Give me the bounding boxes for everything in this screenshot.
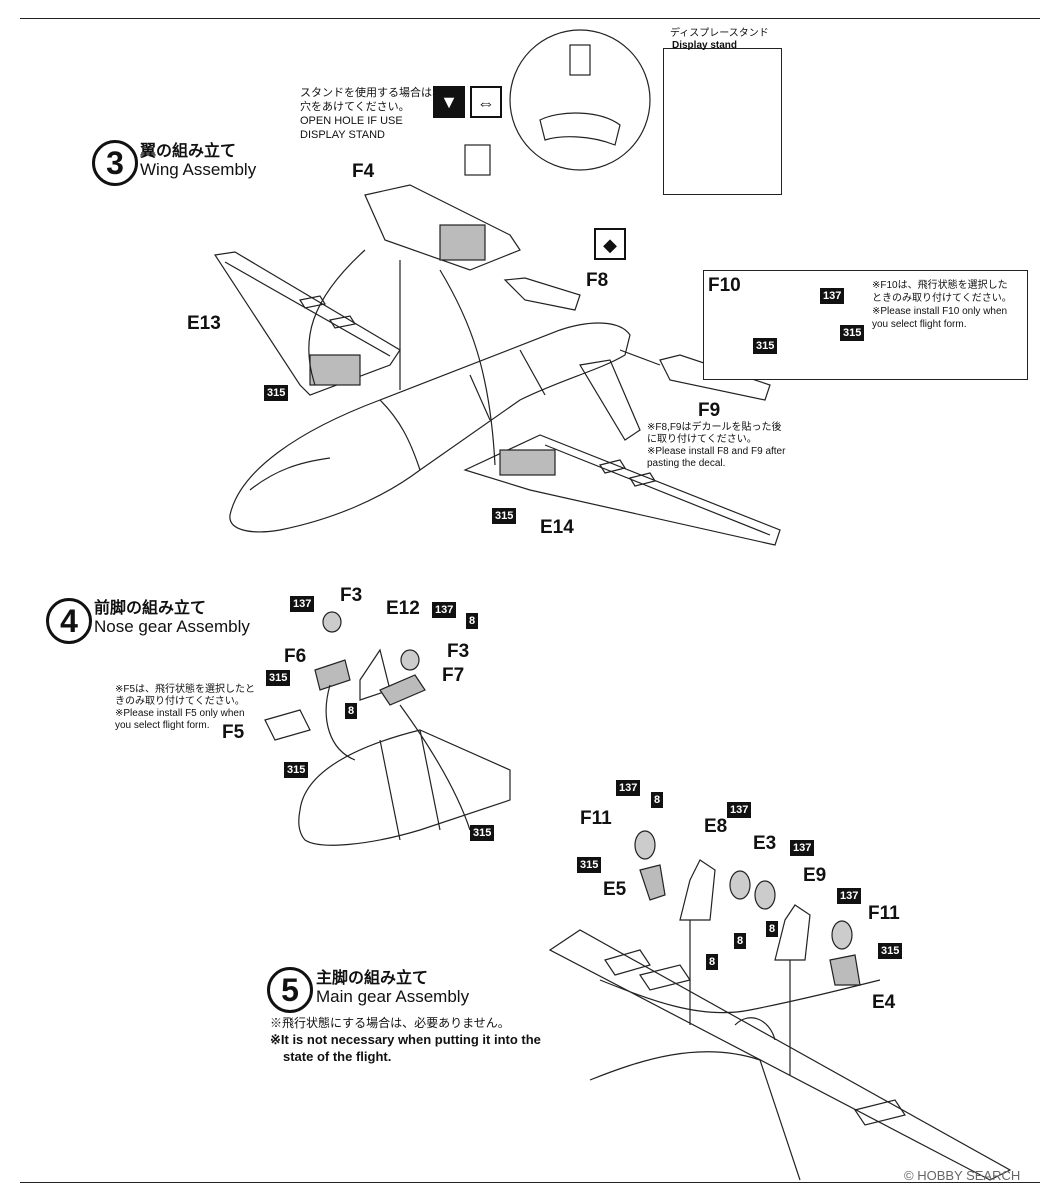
- part-f10: F10: [708, 275, 741, 296]
- badge-315-e4: 315: [878, 943, 903, 959]
- step-3-title-en: Wing Assembly: [140, 160, 257, 179]
- badge-8-e9: 8: [766, 921, 779, 937]
- step-5-number: 5: [267, 967, 313, 1013]
- step-5-note-jp: ※飛行状態にする場合は、必要ありません。: [270, 1016, 510, 1030]
- step-5-title-en: Main gear Assembly: [316, 987, 470, 1006]
- f10-note-en1: ※Please install F10 only when: [872, 306, 1008, 317]
- f10-callout: [703, 270, 1028, 380]
- decal-icon: ◆: [594, 228, 626, 260]
- badge-137-f3b: 137: [432, 602, 457, 618]
- step-5-note-en1: ※It is not necessary when putting it int…: [270, 1032, 541, 1047]
- part-e9: E9: [803, 865, 827, 886]
- f8f9-note-en1: ※Please install F8 and F9 after: [647, 446, 786, 457]
- part-e4: E4: [872, 992, 896, 1013]
- badge-8-e12: 8: [345, 703, 358, 719]
- f5-note-en2: you select flight form.: [115, 720, 210, 731]
- badge-315-f7: 315: [470, 825, 495, 841]
- drill-icon: ▼: [433, 86, 465, 118]
- badge-8-f11a: 8: [651, 792, 664, 808]
- part-e5: E5: [603, 879, 627, 900]
- badge-315-f5: 315: [284, 762, 309, 778]
- stand-note-en1: OPEN HOLE IF USE: [300, 115, 403, 127]
- badge-315-e5: 315: [577, 857, 602, 873]
- part-f11b: F11: [868, 903, 900, 924]
- badge-315-e13: 315: [264, 385, 289, 401]
- part-f7: F7: [442, 665, 465, 686]
- stand-note-jp1: スタンドを使用する場合は、: [300, 87, 443, 99]
- badge-315-f10a: 315: [753, 338, 778, 354]
- part-e8: E8: [704, 816, 728, 837]
- f5-note-jp1: ※F5は、飛行状態を選択したと: [115, 684, 256, 695]
- step-4-number: 4: [46, 598, 92, 644]
- badge-137-e3: 137: [790, 840, 815, 856]
- top-border: [20, 18, 1040, 19]
- part-f3b: F3: [447, 641, 470, 662]
- part-e14: E14: [540, 517, 574, 538]
- display-stand-panel: [663, 48, 782, 195]
- step-4-title-jp: 前脚の組み立て: [94, 600, 207, 617]
- stand-note-jp2: 穴をあけてください。: [300, 101, 410, 113]
- badge-315-f6: 315: [266, 670, 291, 686]
- part-f6: F6: [284, 646, 307, 667]
- badge-8-f3b: 8: [466, 613, 479, 629]
- step-4-title-en: Nose gear Assembly: [94, 617, 250, 636]
- step-3-title-jp: 翼の組み立て: [140, 143, 237, 160]
- f8f9-note-jp1: ※F8,F9はデカールを貼った後: [647, 422, 782, 433]
- step-5-title-jp: 主脚の組み立て: [316, 970, 429, 987]
- badge-8-e3: 8: [734, 933, 747, 949]
- arrows-icon: ⇔: [470, 86, 502, 118]
- badge-137-f11a: 137: [616, 780, 641, 796]
- part-e12: E12: [386, 598, 420, 619]
- stand-note-en2: DISPLAY STAND: [300, 129, 385, 141]
- badge-137-f3a: 137: [290, 596, 315, 612]
- f10-note-en2: you select flight form.: [872, 319, 967, 330]
- part-f8: F8: [586, 270, 609, 291]
- display-stand-label-en: Display stand: [672, 40, 738, 51]
- badge-137-f11b: 137: [837, 888, 862, 904]
- badge-315-e14: 315: [492, 508, 517, 524]
- f10-note-jp2: ときのみ取り付けてください。: [872, 293, 1012, 304]
- part-f5: F5: [222, 722, 245, 743]
- badge-137-e8: 137: [727, 802, 752, 818]
- step-3-number: 3: [92, 140, 138, 186]
- f8f9-note-jp2: に取り付けてください。: [647, 434, 757, 445]
- f8f9-note-en2: pasting the decal.: [647, 458, 726, 469]
- badge-8-e8: 8: [706, 954, 719, 970]
- f5-note-en1: ※Please install F5 only when: [115, 708, 245, 719]
- part-e3: E3: [753, 833, 777, 854]
- display-stand-label-jp: ディスプレースタンド: [670, 28, 769, 39]
- badge-137-f10: 137: [820, 288, 845, 304]
- step-5-note-en2: state of the flight.: [283, 1049, 392, 1064]
- bottom-border: [20, 1182, 1040, 1183]
- watermark: © HOBBY SEARCH: [904, 1168, 1021, 1183]
- part-f9: F9: [698, 400, 721, 421]
- part-f4: F4: [352, 161, 375, 182]
- f10-note-jp1: ※F10は、飛行状態を選択した: [872, 280, 1008, 291]
- part-f11a: F11: [580, 808, 612, 829]
- part-f3a: F3: [340, 585, 363, 606]
- f5-note-jp2: きのみ取り付けてください。: [115, 696, 245, 707]
- part-e13: E13: [187, 313, 221, 334]
- badge-315-f10b: 315: [840, 325, 865, 341]
